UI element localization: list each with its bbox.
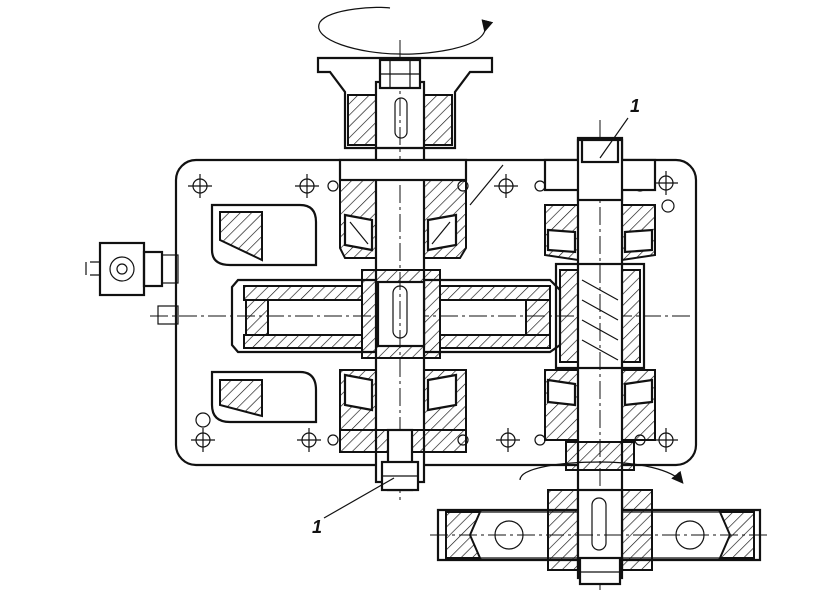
callout-label-top: 1	[630, 96, 640, 116]
callout-leader-top	[599, 117, 629, 159]
top-flange	[316, 56, 494, 150]
worm-wheel	[230, 278, 562, 354]
top-rotation-arrow	[318, 6, 494, 55]
upper-bearing-left	[338, 158, 468, 259]
left-cover	[210, 203, 318, 424]
callout-label-bottom: 1	[312, 517, 322, 537]
callout-leader-bottom	[323, 477, 395, 519]
pulley	[430, 488, 770, 586]
bottom-rotation-arrow	[519, 461, 684, 484]
oil-plug	[85, 241, 179, 325]
diagonal-leader	[469, 164, 504, 206]
lower-bearing-left	[339, 369, 467, 492]
